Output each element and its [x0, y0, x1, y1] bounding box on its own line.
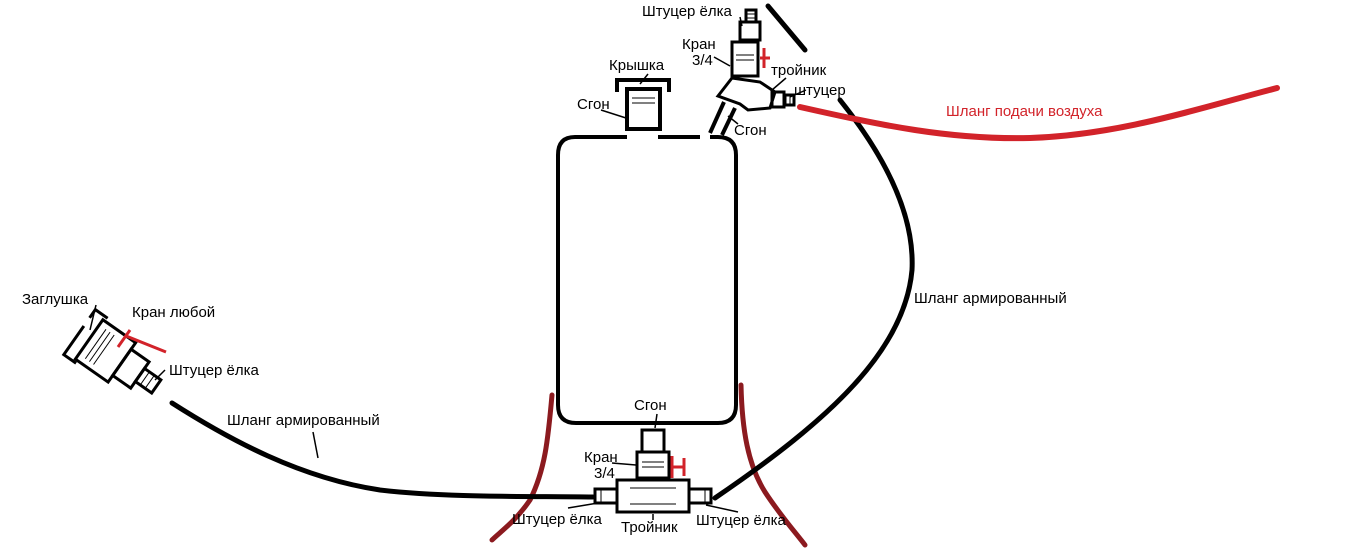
- label-nipple-top-left: Сгон: [577, 96, 610, 113]
- leg-right: [738, 382, 808, 548]
- label-lid: Крышка: [609, 57, 665, 74]
- top-valve-handle: [760, 48, 770, 68]
- label-fitting-top: Штуцер ёлка: [642, 3, 733, 20]
- lid-assembly: [615, 78, 671, 131]
- label-air-hose: Шланг подачи воздуха: [946, 103, 1103, 120]
- label-fitting-top-right: штуцер: [794, 82, 846, 99]
- left-valve-handle: [116, 329, 167, 354]
- tank-body: [556, 135, 738, 425]
- label-hose-right: Шланг армированный: [914, 290, 1067, 307]
- label-nipple-bottom: Сгон: [634, 397, 667, 414]
- air-hose: [797, 85, 1280, 142]
- label-tee-bottom: Тройник: [621, 519, 678, 536]
- label-fitting-left: Штуцер ёлка: [169, 362, 260, 379]
- label-nipple-top-right: Сгон: [734, 122, 767, 139]
- bottom-valve-handle: [670, 456, 686, 478]
- label-fitting-bottom-right: Штуцер ёлка: [696, 512, 787, 529]
- label-fitting-bottom-left: Штуцер ёлка: [512, 511, 603, 528]
- bottom-tee-assembly: [593, 428, 713, 514]
- label-tee-top: тройник: [771, 62, 827, 79]
- top-tee-assembly: [715, 8, 796, 112]
- top-right-nipple: [708, 101, 737, 136]
- label-plug: Заглушка: [22, 291, 89, 308]
- label-valve-any: Кран любой: [132, 304, 215, 321]
- leader-lines: [89, 16, 807, 520]
- label-hose-left: Шланг армированный: [227, 412, 380, 429]
- hose-top-short: [765, 3, 808, 53]
- hose-right: [712, 97, 915, 501]
- hose-left: [169, 400, 596, 500]
- left-assembly: [61, 307, 163, 396]
